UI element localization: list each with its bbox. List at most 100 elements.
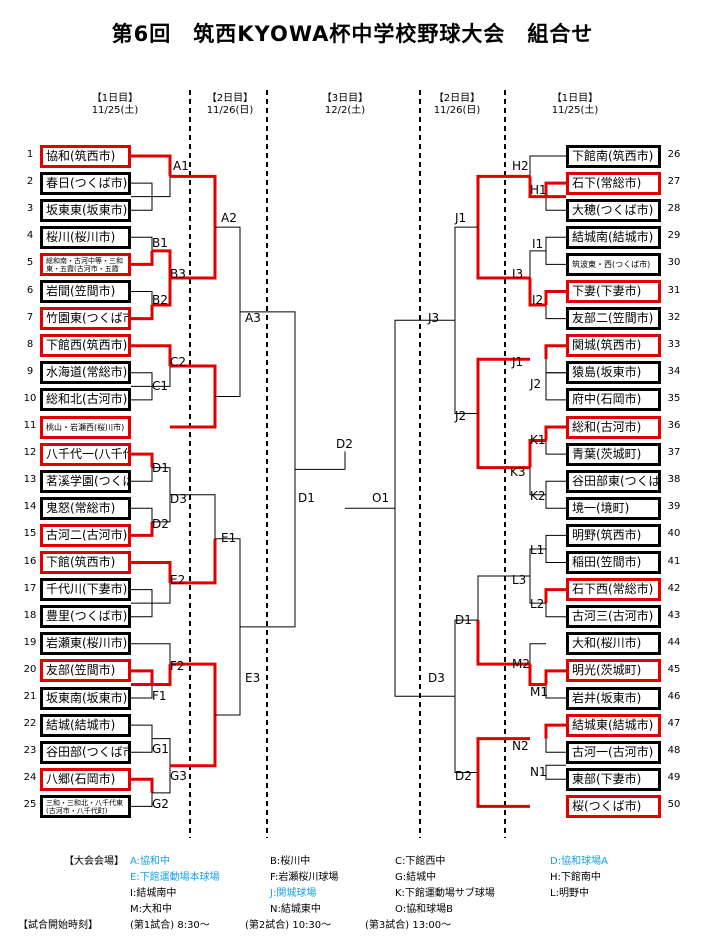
team-number: 4	[26, 230, 34, 242]
bracket-line	[170, 364, 217, 397]
team-box: 石下西(常総市)	[566, 578, 661, 602]
team-number: 39	[667, 501, 681, 513]
team-number: 29	[667, 230, 681, 242]
match-label: L3	[512, 573, 527, 587]
bracket-line	[545, 764, 566, 773]
day-label: 【1日目】	[91, 93, 139, 104]
day-label: 【2日目】	[433, 93, 481, 104]
team-number: 35	[667, 392, 681, 404]
team-box: 谷田部東(つくば市)	[566, 469, 661, 493]
team-number: 48	[667, 745, 681, 757]
bracket-line	[476, 620, 530, 666]
team-box: 結城(結城市)	[40, 713, 131, 737]
venue-item: C:下館西中	[395, 856, 446, 867]
day-label: 【1日目】	[551, 93, 599, 104]
bracket-line	[545, 772, 566, 780]
bracket-line	[152, 277, 172, 307]
bracket-line	[131, 664, 172, 686]
team-box: 石下(常総市)	[566, 171, 661, 195]
match-label: N2	[512, 739, 529, 753]
bracket-line	[545, 738, 566, 753]
team-number: 11	[23, 420, 37, 431]
team-number: 17	[23, 582, 37, 594]
team-number: 23	[23, 745, 37, 757]
venue-item: N:結城東中	[270, 904, 321, 915]
team-box: 明野(筑西市)	[566, 523, 661, 547]
team-box: 下館西(筑西市)	[40, 334, 131, 358]
bracket-line	[131, 291, 153, 306]
team-box: 桜(つくば市)	[566, 794, 661, 818]
match-label: D1	[455, 613, 472, 627]
team-number: 28	[667, 203, 681, 215]
team-number: 10	[23, 392, 37, 404]
bracket-line	[545, 440, 566, 455]
team-box: 水海道(常総市)	[40, 361, 131, 385]
match-label: D2	[455, 769, 472, 783]
bracket-line	[529, 250, 546, 278]
bracket-line	[215, 538, 241, 627]
match-label: A2	[221, 211, 237, 225]
team-number: 26	[667, 149, 681, 160]
team-number: 14	[23, 501, 37, 513]
team-number: 43	[667, 609, 681, 621]
bracket-line	[545, 196, 566, 211]
team-number: 49	[667, 772, 681, 784]
team-number: 27	[667, 176, 681, 188]
venue-item: A:協和中	[130, 856, 171, 867]
team-number: 22	[23, 718, 37, 730]
bracket-line	[131, 182, 153, 197]
bracket-line	[545, 372, 566, 387]
team-box: 竹園東(つくば市)	[40, 307, 131, 331]
venue-item: G:結城中	[395, 872, 437, 883]
match-label: I3	[512, 267, 524, 281]
team-box: 青葉(茨城町)	[566, 442, 661, 466]
team-box: 古河三(古河市)	[566, 605, 661, 629]
start-time-heading: 【試合開始時刻】	[18, 920, 98, 931]
match-label: C1	[152, 379, 169, 393]
team-number: 30	[667, 257, 681, 269]
bracket-line	[152, 249, 172, 278]
bracket-line	[131, 561, 172, 583]
team-box: 関城(筑西市)	[566, 334, 661, 358]
bracket-line	[529, 576, 546, 604]
day-header: 【2日目】11/26(日)	[185, 93, 275, 117]
match-label: A1	[173, 159, 189, 173]
bracket-line	[528, 664, 546, 686]
match-label: L1	[530, 543, 545, 557]
match-label: I2	[532, 293, 544, 307]
match-label: M1	[530, 685, 548, 699]
team-box: 岩間(笠間市)	[40, 280, 131, 303]
team-number: 34	[667, 365, 681, 377]
team-number: 45	[667, 663, 681, 675]
bracket-line	[131, 738, 153, 753]
match-label: D1	[152, 461, 169, 475]
match-label: J2	[455, 409, 467, 423]
team-box: 三和・三和北・八千代東(古河市・八千代町)	[40, 794, 131, 818]
bracket-line	[170, 662, 217, 715]
bracket-line	[131, 452, 154, 468]
bracket-line	[131, 305, 154, 321]
team-number: 38	[667, 474, 681, 486]
bracket-line	[152, 765, 171, 794]
bracket-line	[454, 320, 478, 414]
team-number: 1	[26, 149, 34, 160]
bracket-line	[476, 227, 530, 280]
match-label: C2	[170, 355, 187, 369]
team-box: 下館(筑西市)	[40, 551, 131, 574]
bracket-line	[215, 311, 241, 398]
team-number: 36	[667, 420, 681, 431]
team-number: 15	[23, 528, 37, 540]
match-label: J1	[512, 355, 524, 369]
match-label: F2	[170, 659, 185, 673]
match-label: E3	[245, 671, 261, 685]
team-number: 46	[667, 691, 681, 702]
bracket-line	[131, 507, 153, 522]
bracket-line	[131, 196, 153, 211]
team-box: 八千代一(八千代町)	[40, 442, 131, 466]
team-box: 千代川(下妻市)	[40, 578, 131, 602]
match-label: A3	[245, 311, 261, 325]
venue-item: M:大和中	[130, 904, 172, 915]
team-number: 13	[23, 474, 37, 486]
team-number: 18	[23, 609, 37, 621]
bracket-line	[131, 684, 153, 699]
